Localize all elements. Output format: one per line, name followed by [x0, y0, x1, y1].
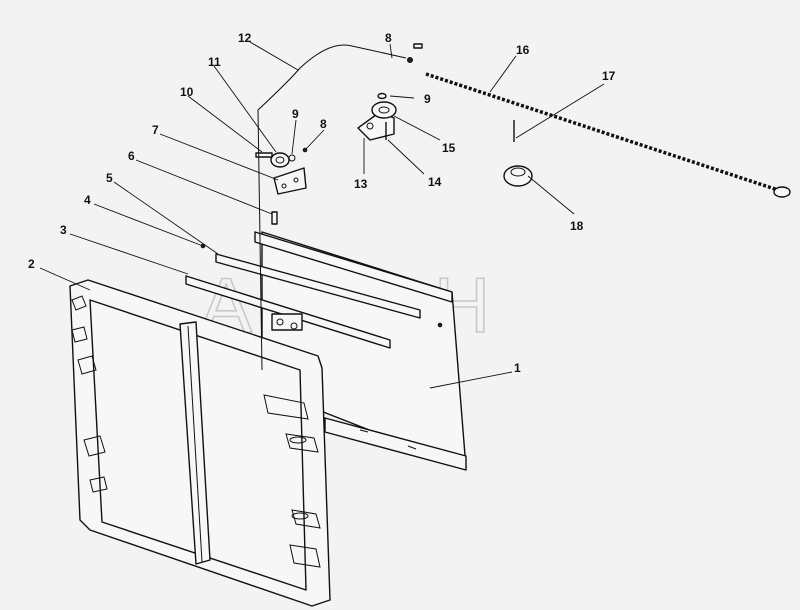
callout-9b: 9 — [424, 92, 431, 106]
leader-lines — [39, 41, 605, 389]
callout-4: 4 — [84, 193, 91, 207]
callout-11: 11 — [208, 55, 221, 69]
cable-clip — [413, 43, 423, 49]
callout-15: 15 — [442, 141, 456, 155]
callout-8a: 8 — [320, 117, 327, 131]
hinge-bracket — [273, 167, 307, 195]
callout-8b: 8 — [385, 31, 392, 45]
callout-16: 16 — [516, 43, 530, 57]
callout-7: 7 — [152, 123, 159, 137]
twisted-cable — [425, 72, 791, 198]
pulley-bracket — [357, 92, 397, 141]
callout-5: 5 — [106, 171, 113, 185]
callout-18: 18 — [570, 219, 584, 233]
callout-17: 17 — [602, 69, 616, 83]
window-frame — [69, 279, 331, 607]
roller-assembly — [255, 147, 308, 168]
pin — [271, 211, 278, 225]
rod — [215, 253, 421, 319]
callout-6: 6 — [128, 149, 135, 163]
callout-1: 1 — [514, 361, 521, 375]
callout-9a: 9 — [292, 107, 299, 121]
guide-roller — [503, 165, 533, 187]
callout-13: 13 — [354, 177, 368, 191]
callout-14: 14 — [428, 175, 442, 189]
cable — [257, 44, 407, 371]
callout-12: 12 — [238, 31, 252, 45]
glass-panel — [254, 231, 467, 471]
callout-10: 10 — [180, 85, 194, 99]
callout-labels: 1 2 3 4 5 6 7 8 8 9 9 10 11 12 13 14 15 … — [28, 31, 616, 375]
callout-3: 3 — [60, 223, 67, 237]
cable-end — [407, 57, 413, 63]
lower-channel — [185, 275, 391, 349]
callout-2: 2 — [28, 257, 35, 271]
